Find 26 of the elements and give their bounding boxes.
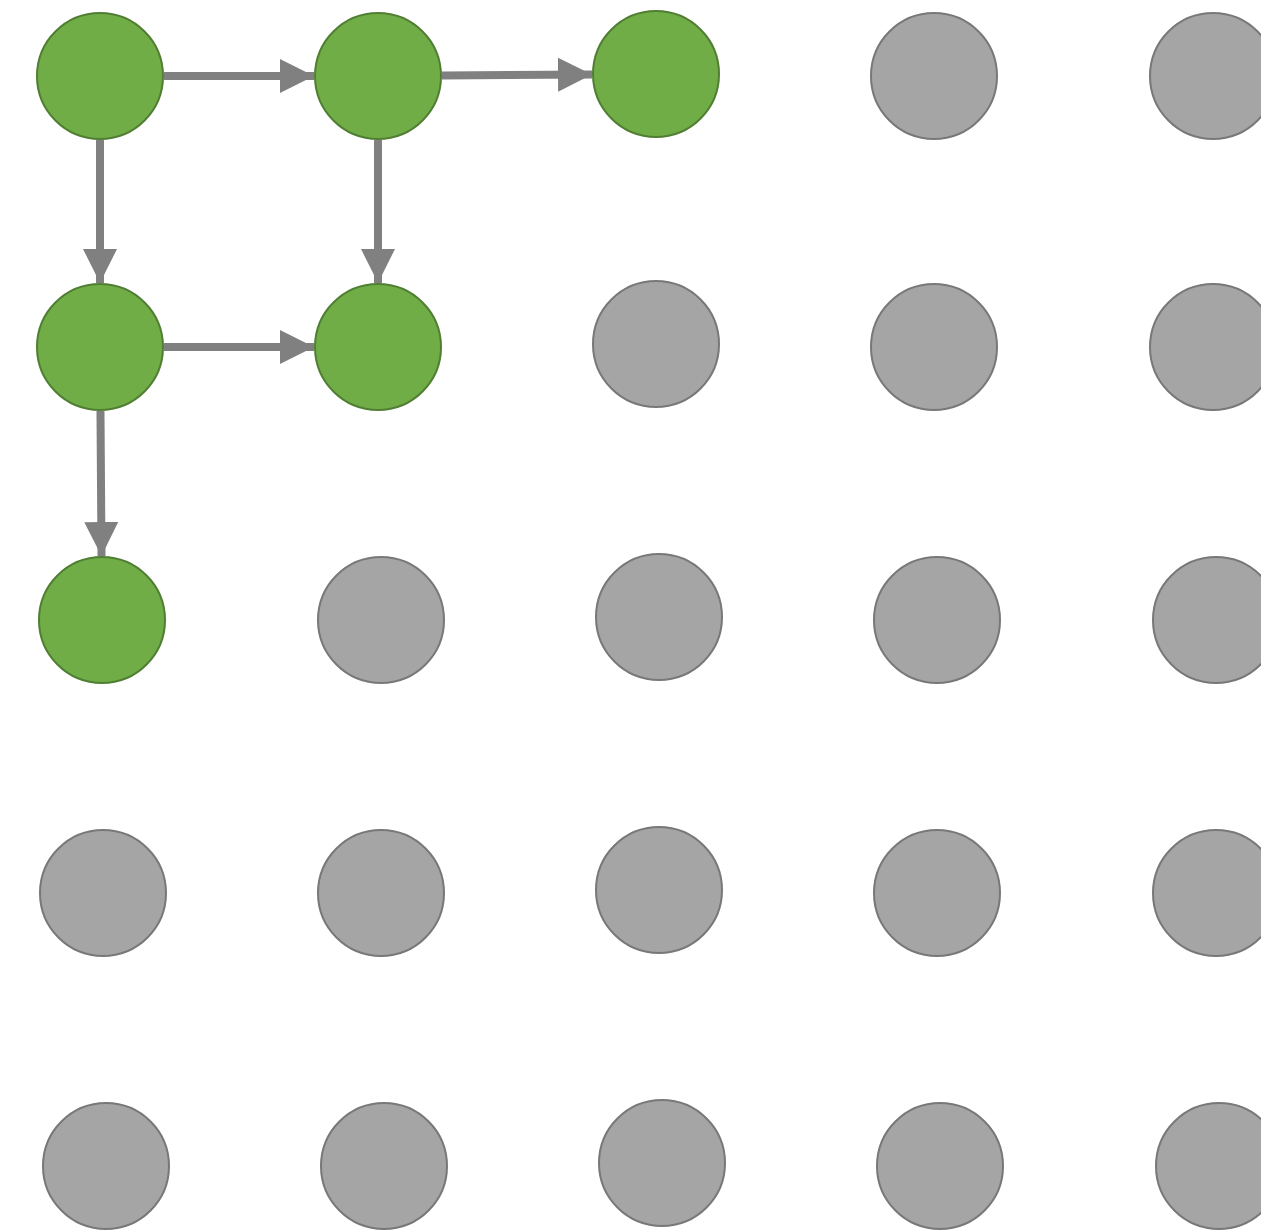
circle-node	[314, 283, 442, 411]
circle-node	[320, 1102, 448, 1230]
circle-node	[876, 1102, 1004, 1230]
arrow	[164, 330, 314, 364]
arrow	[83, 140, 117, 283]
arrow	[84, 410, 119, 557]
circle-node	[317, 829, 445, 957]
circle-node	[873, 556, 1001, 684]
circle-node	[314, 12, 442, 140]
arrow	[361, 140, 395, 283]
circle-node	[870, 283, 998, 411]
circle-node	[36, 12, 164, 140]
circle-node	[317, 556, 445, 684]
circle-node	[36, 283, 164, 411]
circle-node	[42, 1102, 170, 1230]
circle-node	[592, 10, 720, 138]
arrow	[441, 57, 593, 92]
circle-node	[39, 829, 167, 957]
arrow	[164, 59, 314, 93]
circle-node	[592, 280, 720, 408]
circle-node	[873, 829, 1001, 957]
circle-node	[598, 1099, 726, 1227]
circle-node	[595, 553, 723, 681]
circle-node	[38, 556, 166, 684]
circle-node	[870, 12, 998, 140]
circle-node	[595, 826, 723, 954]
